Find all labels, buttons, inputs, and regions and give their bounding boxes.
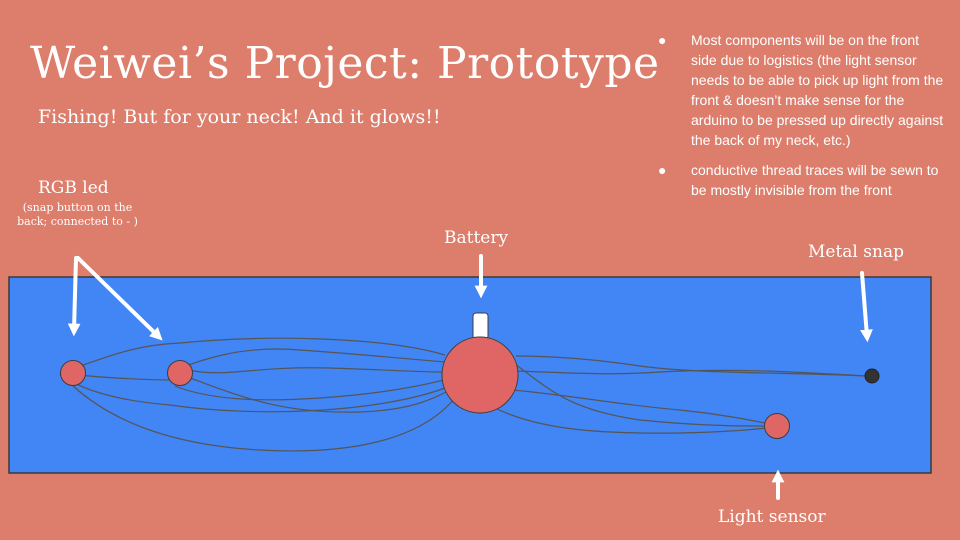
metal-snap-label: Metal snap [808,242,904,262]
rgb-led-arrow-2 [76,256,163,341]
slide-subtitle: Fishing! But for your neck! And it glows… [38,106,441,128]
metal-snap-arrow [860,271,873,343]
rgb-led-arrow-1 [67,256,81,337]
notes-item-text: conductive thread traces will be sewn to… [691,162,939,198]
notes-item: ● conductive thread traces will be sewn t… [654,160,944,200]
light-sensor-label: Light sensor [718,507,826,527]
thread-traces [59,337,867,452]
rgb-led-label: RGB led [38,178,109,198]
notes-list: ● Most components will be on the front si… [654,30,944,210]
metal-snap [864,368,880,384]
rgb-led-2 [167,360,193,386]
notes-item: ● Most components will be on the front si… [654,30,944,150]
notes-item-text: Most components will be on the front sid… [691,32,944,148]
battery-label: Battery [444,228,509,248]
battery-tab [472,312,489,340]
light-sensor [764,413,790,439]
bullet-icon: ● [658,162,667,178]
pointer-arrows [67,254,873,500]
slide-title: Weiwei’s Project: Prototype [30,38,660,89]
rgb-led-1 [60,360,86,386]
rgb-led-note: (snap button on the back; connected to -… [17,201,138,228]
bullet-icon: ● [658,32,667,48]
battery-arduino [441,336,519,414]
